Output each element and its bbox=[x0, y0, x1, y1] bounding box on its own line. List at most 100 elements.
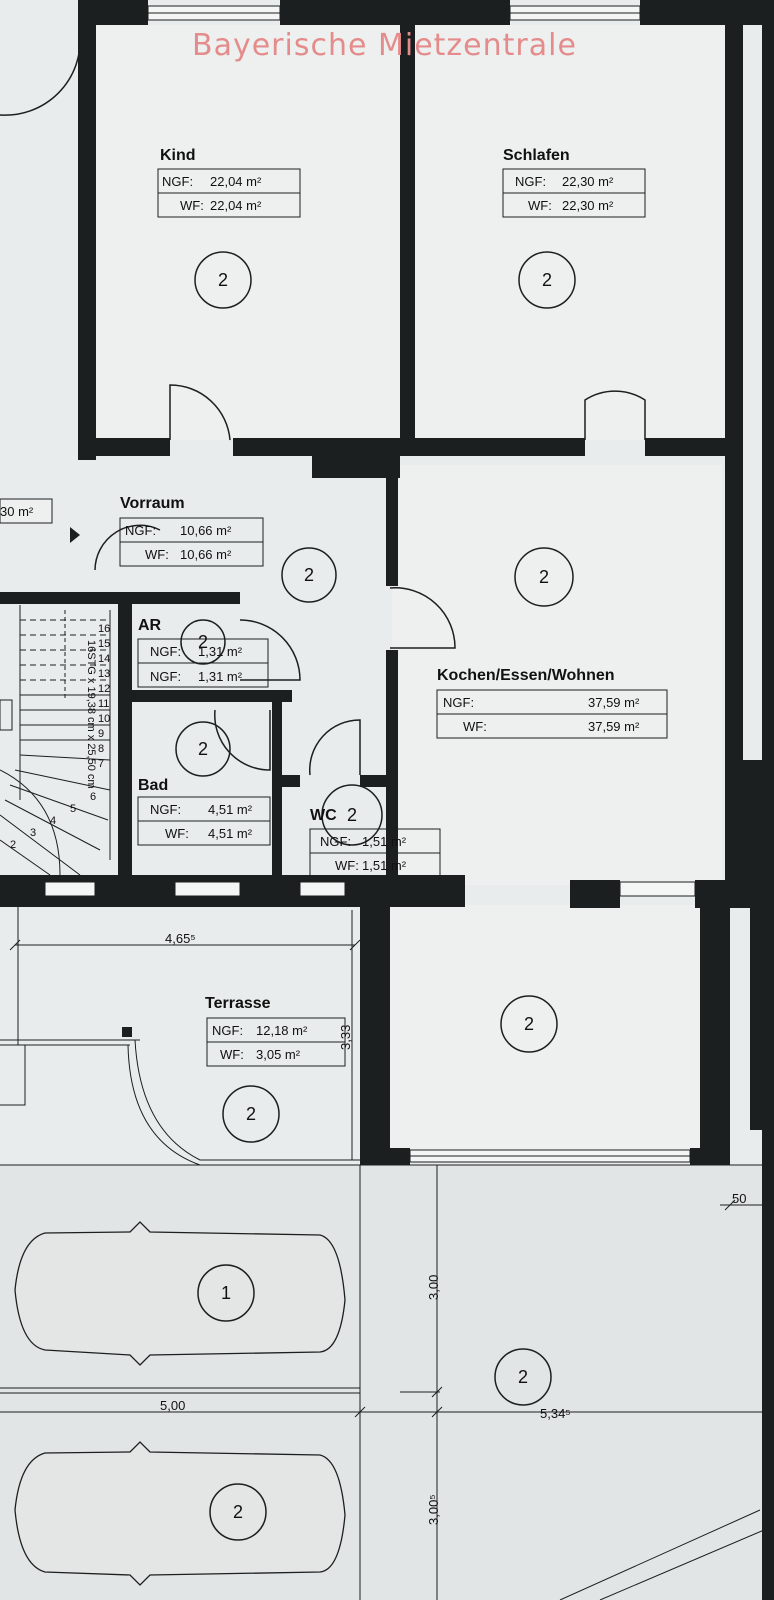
room-schlafen-zone: 2 bbox=[542, 270, 552, 290]
loggia-zone-number: 2 bbox=[524, 1014, 534, 1034]
dim-garden-depth-1: 3,00 bbox=[426, 1275, 441, 1300]
room-ar-wf: 1,31 m² bbox=[198, 669, 243, 684]
floor-kind bbox=[95, 25, 400, 440]
partial-area-box bbox=[0, 498, 53, 524]
room-terrasse-name: Terrasse bbox=[205, 995, 271, 1012]
stair-step-numbers: 16 15 14 13 12 11 10 9 8 7 6 5 4 3 2 bbox=[10, 623, 110, 851]
stair-step-number: 6 bbox=[90, 791, 96, 803]
room-wc-ngf: 1,51 m² bbox=[362, 834, 407, 849]
room-schlafen-ngf-label: NGF: bbox=[515, 174, 546, 189]
room-vorraum-wf: 10,66 m² bbox=[180, 547, 232, 562]
room-kochen-wf-label: WF: bbox=[463, 719, 487, 734]
floor-loggia bbox=[390, 905, 700, 1150]
room-ar-zone: 2 bbox=[198, 632, 208, 652]
stair-label: 16STG x 19,38 cm x 25,50 cm bbox=[85, 640, 97, 789]
room-ar-ngf-label: NGF: bbox=[150, 644, 181, 659]
room-kochen-name: Kochen/Essen/Wohnen bbox=[437, 667, 615, 684]
stair-step-number: 4 bbox=[50, 815, 56, 827]
room-ar-ngf: 1,31 m² bbox=[198, 644, 243, 659]
car-2-outline bbox=[14, 1441, 346, 1586]
stair-step-number: 11 bbox=[98, 698, 109, 710]
room-vorraum-ngf-label: NGF: bbox=[125, 523, 156, 538]
parking-2-number: 2 bbox=[233, 1502, 243, 1522]
room-bad-wf-label: WF: bbox=[165, 826, 189, 841]
stair-step-number: 12 bbox=[98, 683, 110, 695]
staircase bbox=[0, 605, 118, 876]
dim-terrace-width: 4,65⁵ bbox=[165, 931, 196, 946]
room-wc-wf-label: WF: bbox=[335, 858, 359, 873]
room-vorraum: Vorraum NGF: 10,66 m² WF: 10,66 m² 2 bbox=[119, 495, 337, 603]
garden: 2 bbox=[494, 1348, 552, 1406]
room-schlafen-wf: 22,30 m² bbox=[562, 198, 614, 213]
windows bbox=[44, 5, 696, 1163]
room-ar: AR NGF: 1,31 m² NGF: 1,31 m² 2 bbox=[137, 617, 269, 688]
floor-kochen bbox=[392, 465, 722, 885]
room-wc-wf: 1,51 m² bbox=[362, 858, 407, 873]
room-vorraum-name: Vorraum bbox=[120, 495, 185, 512]
dim-offset: 50 bbox=[732, 1191, 746, 1206]
room-kind-zone: 2 bbox=[218, 270, 228, 290]
doors bbox=[0, 34, 646, 776]
dim-garden-depth-2: 3,00⁵ bbox=[426, 1494, 441, 1525]
room-wc-zone: 2 bbox=[347, 805, 357, 825]
room-kind-ngf: 22,04 m² bbox=[210, 174, 262, 189]
garden-number: 2 bbox=[518, 1367, 528, 1387]
stair-step-number: 8 bbox=[98, 743, 104, 755]
dimension-lines bbox=[0, 910, 774, 1600]
dim-garden-width: 5,34⁵ bbox=[540, 1406, 571, 1421]
floor-schlafen bbox=[415, 25, 725, 440]
room-kind-name: Kind bbox=[160, 147, 196, 164]
room-kochen-essen-wohnen: 2 Kochen/Essen/Wohnen NGF: 37,59 m² WF: … bbox=[436, 547, 668, 739]
room-vorraum-wf-label: WF: bbox=[145, 547, 169, 562]
room-kind-wf: 22,04 m² bbox=[210, 198, 262, 213]
room-wc-ngf-label: NGF: bbox=[320, 834, 351, 849]
room-wc-name: WC bbox=[310, 807, 337, 824]
room-kochen-ngf-label: NGF: bbox=[443, 695, 474, 710]
entrance-arrow-icon bbox=[70, 527, 80, 543]
stair-step-number: 3 bbox=[30, 827, 36, 839]
room-schlafen-name: Schlafen bbox=[503, 147, 570, 164]
car-1-outline bbox=[14, 1221, 346, 1366]
parking-1: 1 bbox=[197, 1264, 255, 1322]
stair-step-number: 5 bbox=[70, 803, 76, 815]
room-kind: Kind NGF: 22,04 m² WF: 22,04 m² 2 bbox=[157, 147, 301, 309]
room-kochen-wf: 37,59 m² bbox=[588, 719, 640, 734]
stair-step-number: 9 bbox=[98, 728, 104, 740]
room-vorraum-ngf: 10,66 m² bbox=[180, 523, 232, 538]
room-kind-ngf-label: NGF: bbox=[162, 174, 193, 189]
partial-area: 30 m² bbox=[0, 504, 34, 519]
room-terrasse-wf-label: WF: bbox=[220, 1047, 244, 1062]
room-schlafen-wf-label: WF: bbox=[528, 198, 552, 213]
dim-parking-width: 5,00 bbox=[160, 1398, 185, 1413]
room-terrasse-ngf-label: NGF: bbox=[212, 1023, 243, 1038]
room-schlafen: Schlafen NGF: 22,30 m² WF: 22,30 m² 2 bbox=[502, 147, 646, 309]
room-bad-ngf-label: NGF: bbox=[150, 802, 181, 817]
stair-step-number: 2 bbox=[10, 839, 16, 851]
outdoor-lines bbox=[0, 905, 774, 1600]
room-kochen-zone: 2 bbox=[539, 567, 549, 587]
stair-step-number: 7 bbox=[98, 758, 104, 770]
parking-1-number: 1 bbox=[221, 1283, 231, 1303]
room-ar-wf-label: NGF: bbox=[150, 669, 181, 684]
room-terrasse-zone: 2 bbox=[246, 1104, 256, 1124]
stair-step-number: 14 bbox=[98, 653, 110, 665]
parking-2: 2 bbox=[209, 1483, 267, 1541]
room-terrasse: Terrasse NGF: 12,18 m² WF: 3,05 m² 2 bbox=[205, 995, 346, 1143]
room-schlafen-ngf: 22,30 m² bbox=[562, 174, 614, 189]
room-bad-ngf: 4,51 m² bbox=[208, 802, 253, 817]
stair-step-number: 13 bbox=[98, 668, 110, 680]
stair-step-number: 16 bbox=[98, 623, 110, 635]
stair-step-number: 10 bbox=[98, 713, 110, 725]
loggia-zone: 2 bbox=[500, 995, 558, 1053]
room-terrasse-ngf: 12,18 m² bbox=[256, 1023, 308, 1038]
room-bad-zone: 2 bbox=[198, 739, 208, 759]
room-ar-name: AR bbox=[138, 617, 162, 634]
room-vorraum-zone: 2 bbox=[304, 565, 314, 585]
watermark: Bayerische Mietzentrale bbox=[192, 28, 577, 63]
room-bad: 2 Bad NGF: 4,51 m² WF: 4,51 m² bbox=[137, 721, 271, 846]
room-bad-wf: 4,51 m² bbox=[208, 826, 253, 841]
stair-step-number: 15 bbox=[98, 638, 110, 650]
room-wc: 2 WC NGF: 1,51 m² WF: 1,51 m² bbox=[309, 784, 441, 878]
room-kind-wf-label: WF: bbox=[180, 198, 204, 213]
